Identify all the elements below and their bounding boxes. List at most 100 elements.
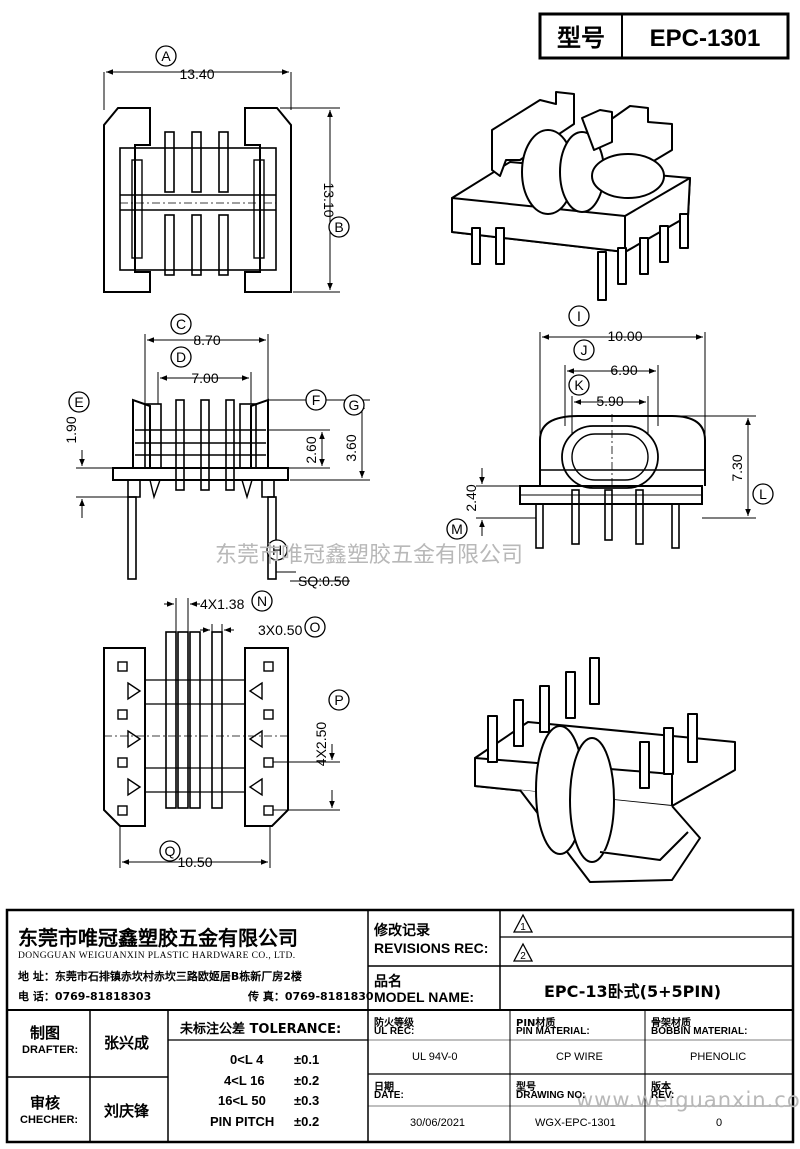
rev-label-en: REV: bbox=[651, 1090, 675, 1101]
tolerance-value-1: ±0.1 bbox=[294, 1052, 320, 1067]
isometric-view-top bbox=[451, 91, 691, 301]
checker-label-en: CHECHER: bbox=[20, 1114, 79, 1126]
rev-value: 0 bbox=[716, 1117, 723, 1129]
top-view bbox=[103, 107, 292, 293]
drafter-name: 张兴成 bbox=[104, 1034, 150, 1052]
callout-letter-o: O bbox=[310, 619, 321, 635]
drawing-no-label-cn: 型号 bbox=[516, 1082, 536, 1093]
title-block-frame bbox=[5, 908, 795, 1144]
dim-q bbox=[119, 826, 271, 868]
company-address: 地 址：东莞市石排镇赤坎村赤坎三路欧姬居B栋新厂房2楼 bbox=[18, 970, 302, 983]
dim-e-value: 1.90 bbox=[63, 416, 79, 443]
dim-f-value: 2.60 bbox=[303, 436, 319, 463]
tolerance-range-2: 4<L 16 bbox=[224, 1073, 265, 1088]
dim-a-value: 13.40 bbox=[179, 66, 214, 82]
date-label-en: DATE: bbox=[374, 1090, 404, 1101]
header-model-value: EPC-1301 bbox=[650, 25, 761, 52]
revision-triangles bbox=[512, 913, 534, 962]
callout-letter-k: K bbox=[574, 377, 584, 393]
dim-j bbox=[564, 365, 659, 426]
callout-letter-p: P bbox=[334, 692, 343, 708]
pin-material-label-en: PIN MATERIAL: bbox=[516, 1026, 590, 1037]
dim-c-value: 8.70 bbox=[193, 332, 220, 348]
ul-value: UL 94V-0 bbox=[412, 1051, 458, 1063]
date-value: 30/06/2021 bbox=[410, 1117, 466, 1129]
watermark-company: 东莞市唯冠鑫塑胶五金有限公司 bbox=[215, 543, 524, 568]
isometric-view-bottom bbox=[474, 657, 736, 883]
date-label-cn: 日期 bbox=[374, 1082, 394, 1093]
callout-letter-c: C bbox=[176, 316, 186, 332]
ul-label-en: UL REC: bbox=[374, 1026, 415, 1037]
callout-circle-o bbox=[304, 616, 326, 638]
callout-letter-l: L bbox=[759, 486, 767, 502]
tolerance-value-3: ±0.3 bbox=[294, 1093, 320, 1108]
company-fax: 传 真：0769-8181830 bbox=[248, 990, 374, 1003]
callout-circle-l bbox=[752, 483, 774, 505]
bobbin-material-value: PHENOLIC bbox=[690, 1051, 747, 1063]
drawing-no-label-en: DRAWING NO: bbox=[516, 1090, 586, 1101]
tolerance-value-2: ±0.2 bbox=[294, 1073, 320, 1088]
ul-label-cn: 防火等级 bbox=[374, 1018, 414, 1029]
dim-h bbox=[276, 571, 350, 582]
dim-q-value: 10.50 bbox=[177, 854, 212, 870]
dim-o bbox=[200, 624, 234, 633]
callout-circle-h bbox=[266, 539, 288, 561]
model-name-label-en: MODEL NAME: bbox=[374, 989, 475, 1005]
model-name-value: EPC-13卧式(5+5PIN) bbox=[544, 982, 722, 1001]
watermark-url: www.weiguanxin.com bbox=[576, 1088, 800, 1112]
callout-circle-p bbox=[328, 689, 350, 711]
callout-letter-a: A bbox=[161, 48, 171, 64]
callout-letter-d: D bbox=[176, 349, 186, 365]
callout-circle-k bbox=[568, 374, 590, 396]
callout-letter-j: J bbox=[581, 342, 588, 358]
checker-label-cn: 审核 bbox=[30, 1094, 61, 1112]
tolerance-value-4: ±0.2 bbox=[294, 1114, 320, 1129]
dim-i bbox=[539, 332, 706, 440]
callout-circle-i bbox=[568, 305, 590, 327]
dim-b bbox=[280, 107, 340, 293]
dim-l-value: 7.30 bbox=[729, 454, 745, 481]
dim-f bbox=[268, 429, 330, 469]
dim-m-value: 2.40 bbox=[463, 484, 479, 511]
callout-letter-i: I bbox=[577, 308, 581, 324]
header-box bbox=[538, 12, 790, 60]
callout-letter-b: B bbox=[334, 219, 343, 235]
company-name-cn: 东莞市唯冠鑫塑胶五金有限公司 bbox=[18, 926, 298, 950]
revisions-label-en: REVISIONS REC: bbox=[374, 940, 489, 956]
dim-d bbox=[157, 372, 252, 404]
callout-circle-q bbox=[159, 840, 181, 862]
dim-o-value: 3X0.50 bbox=[258, 622, 303, 638]
callout-circle-b bbox=[328, 216, 350, 238]
callout-circle-e bbox=[68, 391, 90, 413]
callout-letter-n: N bbox=[257, 593, 267, 609]
rev-label-cn: 版本 bbox=[651, 1082, 671, 1093]
company-phone: 电 话：0769-81818303 bbox=[18, 990, 152, 1003]
checker-name: 刘庆锋 bbox=[104, 1102, 150, 1120]
bottom-view bbox=[103, 631, 289, 827]
callout-circle-d bbox=[170, 346, 192, 368]
dim-c bbox=[144, 334, 269, 404]
callout-letter-q: Q bbox=[165, 843, 176, 859]
tolerance-range-1: 0<L 4 bbox=[230, 1052, 264, 1067]
revisions-label-cn: 修改记录 bbox=[374, 923, 430, 939]
dim-d-value: 7.00 bbox=[191, 370, 218, 386]
side-view bbox=[519, 414, 706, 549]
header-model-label: 型号 bbox=[557, 24, 605, 52]
dim-n bbox=[164, 598, 200, 632]
tolerance-title: 未标注公差 TOLERANCE: bbox=[180, 1022, 342, 1037]
drafter-label-en: DRAFTER: bbox=[22, 1044, 79, 1056]
dim-k-value: 5.90 bbox=[596, 393, 623, 409]
callout-letter-e: E bbox=[74, 394, 83, 410]
drawing-no-value: WGX-EPC-1301 bbox=[535, 1117, 616, 1129]
dim-b-value: 13.10 bbox=[321, 182, 337, 217]
dim-p bbox=[273, 744, 340, 811]
revision-1-mark: 1 bbox=[520, 922, 526, 933]
dim-k bbox=[571, 396, 649, 434]
dim-h-value: SQ:0.50 bbox=[298, 573, 350, 589]
bobbin-material-label-en: BOBBIN MATERIAL: bbox=[651, 1026, 748, 1037]
callout-circle-c bbox=[170, 313, 192, 335]
callout-circle-m bbox=[446, 518, 468, 540]
pin-material-value: CP WIRE bbox=[556, 1051, 603, 1063]
tolerance-range-4: PIN PITCH bbox=[210, 1114, 275, 1129]
